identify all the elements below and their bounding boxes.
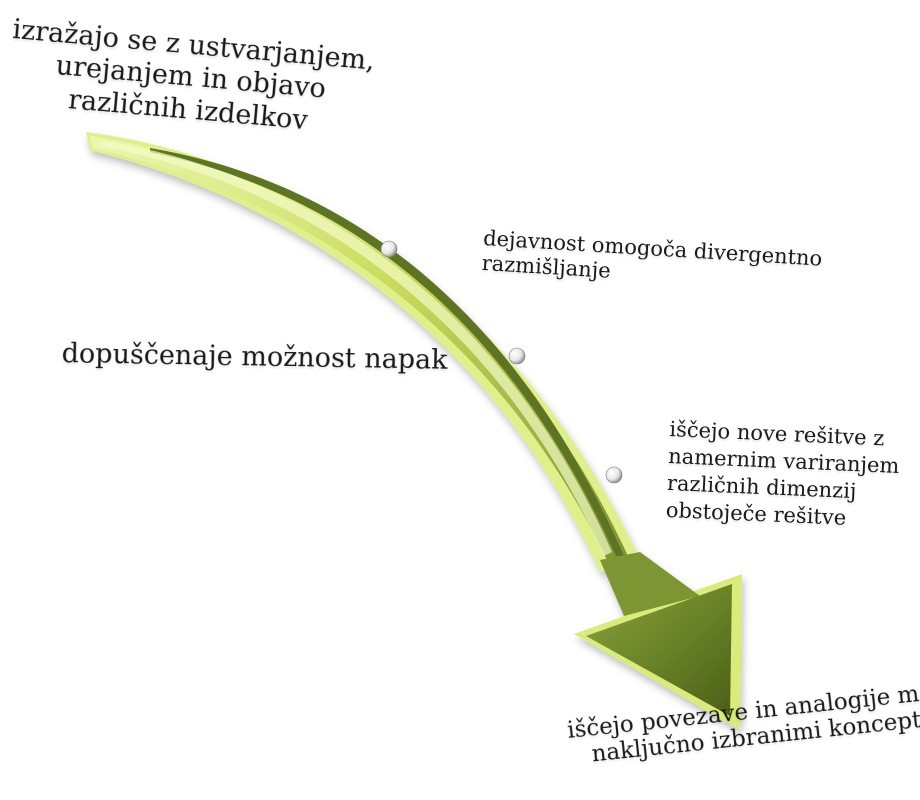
step-label-3: dopuščenaje možnost napak: [61, 338, 447, 377]
bead-2: [508, 347, 526, 365]
arrow-neck: [600, 552, 700, 616]
arrow-shaft-outer: [86, 132, 640, 572]
arrow-head: [586, 584, 732, 716]
step-3-line-1: dopuščenaje možnost napak: [61, 338, 448, 376]
bead-3: [605, 466, 623, 484]
step-label-4: iščejo nove rešitve z namernim variranje…: [665, 416, 901, 533]
bead-1: [380, 240, 398, 258]
arrow-graphic: [86, 132, 742, 730]
